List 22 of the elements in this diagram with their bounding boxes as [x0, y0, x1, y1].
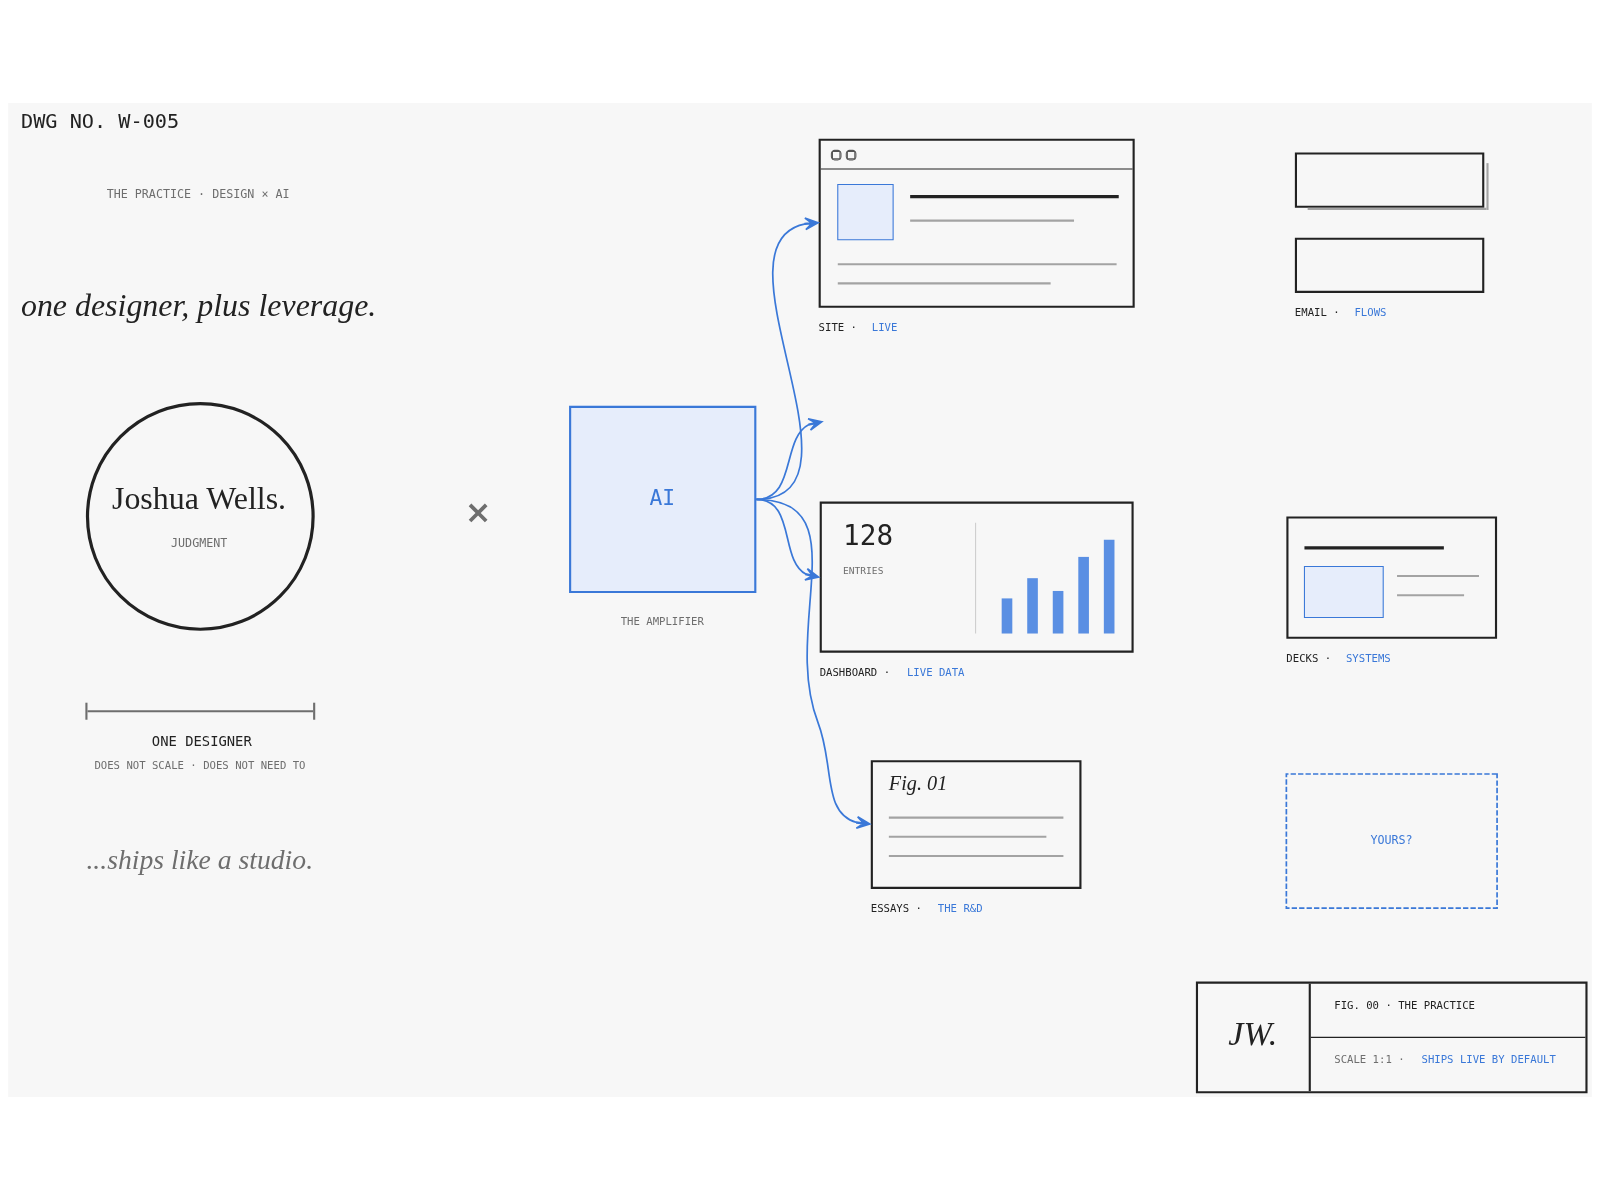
label: JW.: [1228, 1014, 1278, 1052]
node-label: LIVE: [871, 321, 898, 335]
label: ×: [464, 493, 492, 532]
diagram-title: DWG NO. W-005: [20, 108, 180, 133]
node-label: ONE DESIGNER: [151, 732, 252, 749]
node-label: DOES NOT SCALE · DOES NOT NEED TO: [94, 758, 306, 772]
node-label: EMAIL ·: [1294, 306, 1340, 320]
node-label: SITE ·: [818, 321, 858, 335]
label: one designer, plus leverage.: [20, 287, 377, 323]
node-label: LIVE DATA: [906, 666, 965, 680]
label: SHIPS LIVE BY DEFAULT: [1421, 1053, 1556, 1067]
node-label: SYSTEMS: [1345, 652, 1391, 666]
label: FIG. 00 · THE PRACTICE: [1334, 999, 1475, 1013]
node-label: THE AMPLIFIER: [620, 615, 704, 629]
label: ...ships like a studio.: [86, 844, 314, 876]
node-label: ESSAYS ·: [870, 902, 922, 916]
node-label: FLOWS: [1354, 306, 1387, 320]
label: THE PRACTICE · DESIGN × AI: [106, 187, 290, 202]
node-label: DASHBOARD ·: [819, 666, 891, 680]
node-label: THE R&D: [937, 902, 983, 916]
label: SCALE 1:1 ·: [1334, 1053, 1405, 1067]
node-label: DECKS ·: [1286, 652, 1332, 666]
